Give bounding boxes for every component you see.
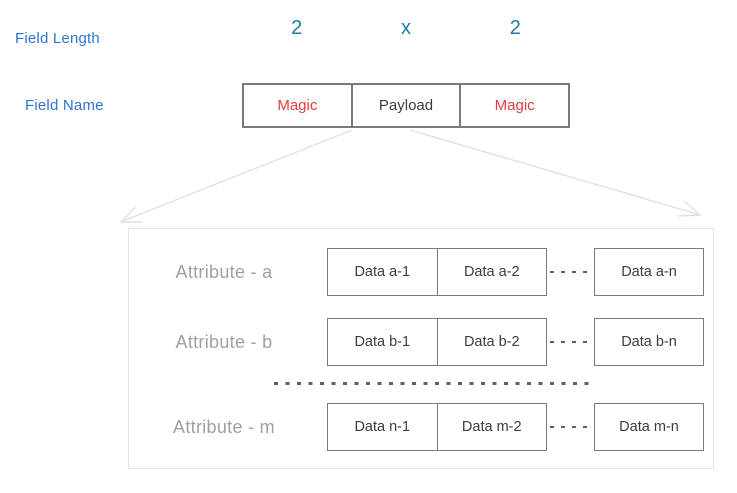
field-name-label: Field Name (25, 97, 104, 114)
field-length-label: Field Length (15, 30, 100, 47)
ellipsis-dashes-a (550, 271, 592, 273)
data-cell-a1: Data a-1 (354, 264, 411, 280)
packet-fields-box: Magic Payload Magic (242, 83, 570, 128)
data-cell-pair-b: Data b-1 Data b-2 (327, 318, 547, 366)
field-length-value-3: 2 (509, 17, 521, 39)
data-cell-bn: Data b-n (594, 318, 704, 366)
field-cell-magic-right: Magic (459, 85, 568, 126)
data-cell-pair-a: Data a-1 Data a-2 (327, 248, 547, 296)
left-arrowhead-icon (119, 206, 142, 223)
ellipsis-dashes-b (550, 341, 592, 343)
data-cell-m1: Data n-1 (354, 419, 411, 435)
right-arrowhead-icon (677, 200, 702, 217)
field-length-values: 2 x 2 (242, 17, 570, 40)
data-cell-mn: Data m-n (594, 403, 704, 451)
payload-detail-box: Attribute - a Data a-1 Data a-2 Data a-n… (128, 228, 714, 469)
data-cell-b2: Data b-2 (436, 319, 547, 365)
attribute-a-label: Attribute - a (175, 261, 273, 282)
ellipsis-dashes-m (550, 426, 592, 428)
rows-ellipsis-separator (274, 382, 590, 385)
attribute-row-b: Attribute - b Data b-1 Data b-2 Data b-n (129, 318, 713, 366)
data-cell-b1: Data b-1 (354, 334, 411, 350)
attribute-m-label: Attribute - m (173, 416, 275, 437)
data-cell-an: Data a-n (594, 248, 704, 296)
left-connector-line (122, 129, 353, 222)
field-cell-payload: Payload (350, 85, 460, 126)
field-length-value-2: x (400, 17, 411, 39)
field-length-value-1: 2 (291, 17, 303, 39)
field-cell-magic-left: Magic (277, 97, 318, 114)
data-cell-m2: Data m-2 (436, 404, 547, 450)
right-connector-line (409, 129, 698, 215)
data-cell-pair-m: Data n-1 Data m-2 (327, 403, 547, 451)
data-cell-a2: Data a-2 (436, 249, 547, 295)
attribute-row-m: Attribute - m Data n-1 Data m-2 Data m-n (129, 403, 713, 451)
attribute-b-label: Attribute - b (175, 331, 273, 352)
attribute-row-a: Attribute - a Data a-1 Data a-2 Data a-n (129, 248, 713, 296)
